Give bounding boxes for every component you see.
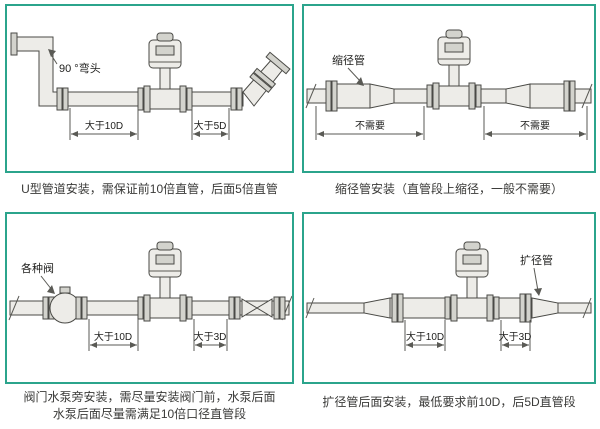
dim-right-label: 不需要 (520, 120, 550, 132)
dimension-left: 大于10D (69, 108, 139, 140)
dim-right-label: 大于3D (194, 330, 227, 343)
caption-valve-pump: 阀门水泵旁安装，需尽量安装阀门前，水泵后面 水泵后面尽量需满足10倍口径直管段 (5, 389, 294, 423)
dimension-right: 大于5D (191, 108, 230, 140)
valve-label: 各种阀 (21, 261, 54, 275)
u-type-diagram-svg: 90 °弯头 大于10D 大于5D (10, 32, 291, 140)
dim-left-label: 大于10D (94, 330, 132, 343)
flowmeter-icon (137, 32, 193, 113)
elbow-label: 90 °弯头 (59, 61, 101, 75)
dim-left-label: 大于10D (85, 119, 123, 132)
caption-valve-pump-line1: 阀门水泵旁安装，需尽量安装阀门前，水泵后面 (23, 390, 276, 404)
diagram-u-type: 90 °弯头 大于10D 大于5D (5, 4, 294, 173)
reducer-diagram-svg: 缩径管 不需要 不需要 (305, 29, 593, 140)
dimension-right: 大于3D (193, 319, 228, 351)
dimension-right: 大于3D (499, 320, 532, 351)
dimension-left: 大于10D (88, 319, 139, 351)
dimension-left: 大于10D (404, 320, 446, 351)
panel-u-type: 90 °弯头 大于10D 大于5D (5, 4, 294, 198)
panel-valve-pump: 各种阀 大于10D 大于 (5, 212, 294, 423)
flowmeter-icon (444, 241, 500, 322)
expander-label: 扩径管 (520, 253, 553, 267)
dimension-left: 不需要 (315, 106, 425, 140)
caption-u-type: U型管道安装，需保证前10倍直管，后面5倍直管 (21, 182, 278, 196)
ball-valve-icon (42, 286, 88, 324)
caption-expander: 扩径管后面安装，最低要求前10D，后5D直管段 (322, 395, 576, 409)
panel-expander: 扩径管 大于10D 大于 (302, 212, 596, 411)
diagram-expander: 扩径管 大于10D 大于 (302, 212, 596, 384)
valve-pump-diagram-svg: 各种阀 大于10D 大于 (8, 241, 292, 351)
u-pipe (10, 32, 291, 111)
gate-valve-icon (228, 296, 286, 320)
panel-reducer: 缩径管 不需要 不需要 (302, 4, 596, 198)
expander-callout: 扩径管 (520, 253, 553, 296)
dimension-right: 不需要 (483, 106, 588, 140)
flowmeter-icon (426, 29, 482, 110)
reducer-label: 缩径管 (332, 53, 365, 67)
diagram-reducer: 缩径管 不需要 不需要 (302, 4, 596, 173)
flowmeter-icon (137, 241, 193, 322)
dim-right-label: 大于5D (194, 119, 227, 132)
reducer-callout: 缩径管 (332, 53, 365, 86)
dim-right-label: 大于3D (499, 330, 532, 343)
caption-reducer: 缩径管安装（直管段上缩径，一般不需要） (334, 182, 563, 196)
expander-diagram-svg: 扩径管 大于10D 大于 (305, 241, 592, 351)
caption-valve-pump-line2: 水泵后面尽量需满足10倍口径直管段 (52, 407, 247, 421)
valve-callout: 各种阀 (21, 261, 55, 294)
dim-left-label: 不需要 (355, 120, 385, 132)
dim-left-label: 大于10D (406, 330, 444, 343)
diagram-valve-pump: 各种阀 大于10D 大于 (5, 212, 294, 384)
elbow-callout: 90 °弯头 (48, 49, 101, 75)
